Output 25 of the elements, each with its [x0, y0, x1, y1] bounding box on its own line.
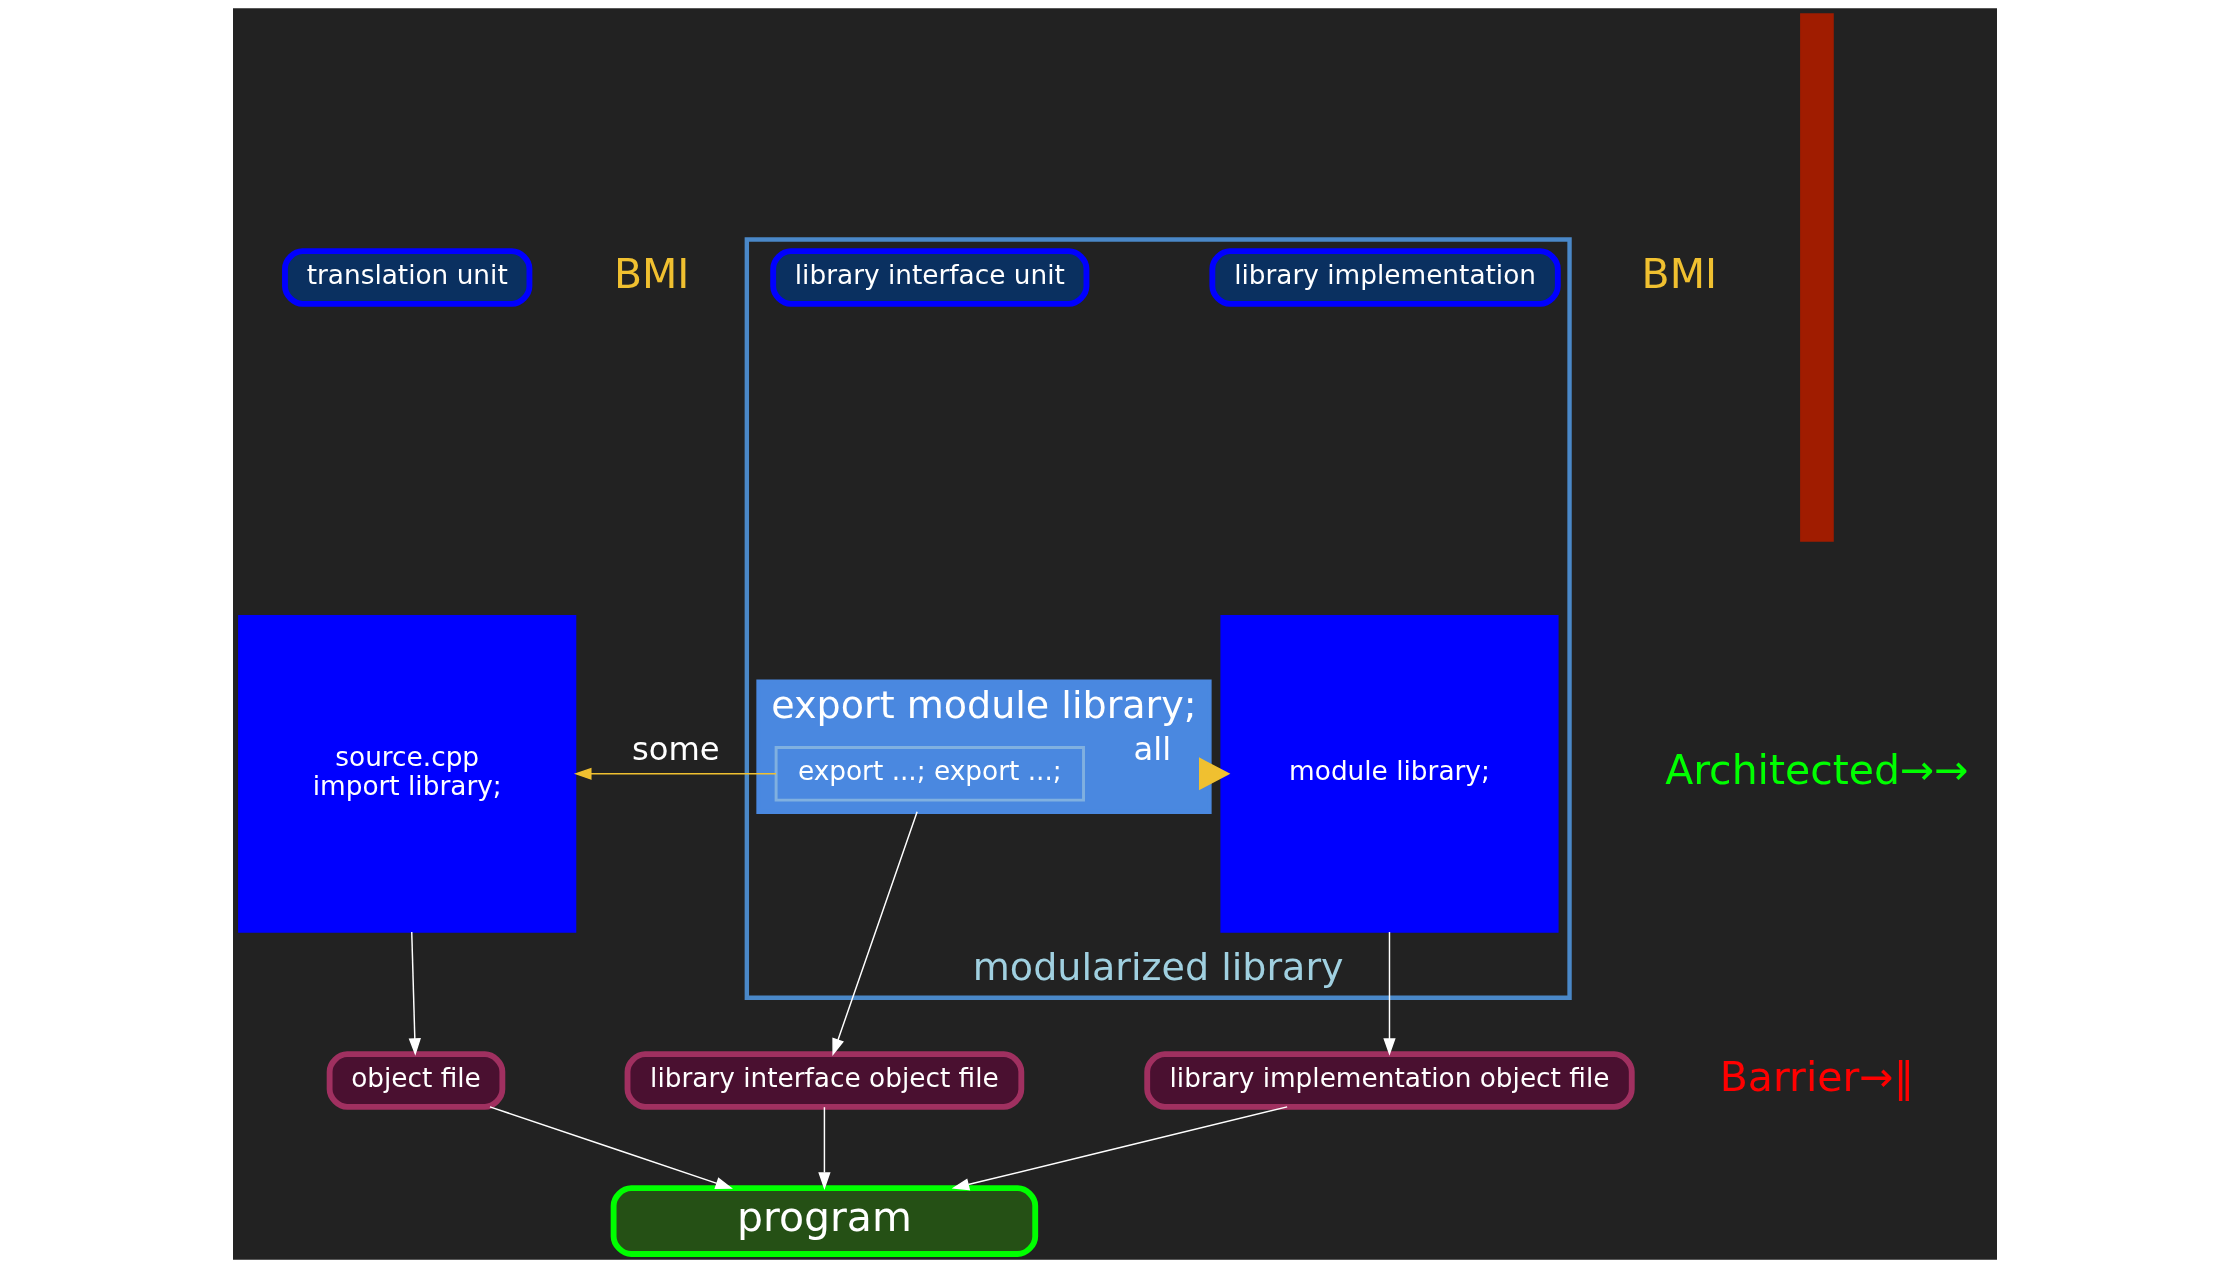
arrow — [831, 811, 918, 1056]
node-box: export ...; export ...; — [774, 746, 1085, 802]
arrow — [573, 767, 777, 780]
node-box: source.cpp import library; — [237, 614, 576, 933]
node-box: module library; — [1219, 614, 1559, 933]
arrow — [488, 1106, 733, 1189]
node-box: translation unit — [281, 248, 532, 307]
node-box: program — [610, 1185, 1038, 1257]
arrow — [951, 1106, 1288, 1191]
node-bar — [1799, 13, 1834, 542]
arrow — [408, 931, 421, 1056]
edge-label: all — [1133, 730, 1171, 769]
arrow — [1198, 757, 1230, 791]
node-box: library interface object file — [624, 1051, 1024, 1110]
label: BMI — [1641, 249, 1717, 298]
arrow — [817, 1106, 831, 1190]
label: Barrier→‖ — [1719, 1052, 1914, 1101]
label: BMI — [613, 249, 689, 298]
arrow — [1382, 931, 1396, 1056]
edge-label: some — [631, 730, 720, 769]
node-box: library implementation — [1208, 248, 1561, 307]
label: Architected→→ — [1664, 745, 1969, 794]
node-box: library implementation object file — [1143, 1051, 1635, 1110]
node-box: library interface unit — [769, 248, 1089, 307]
node-box: object file — [326, 1051, 505, 1110]
